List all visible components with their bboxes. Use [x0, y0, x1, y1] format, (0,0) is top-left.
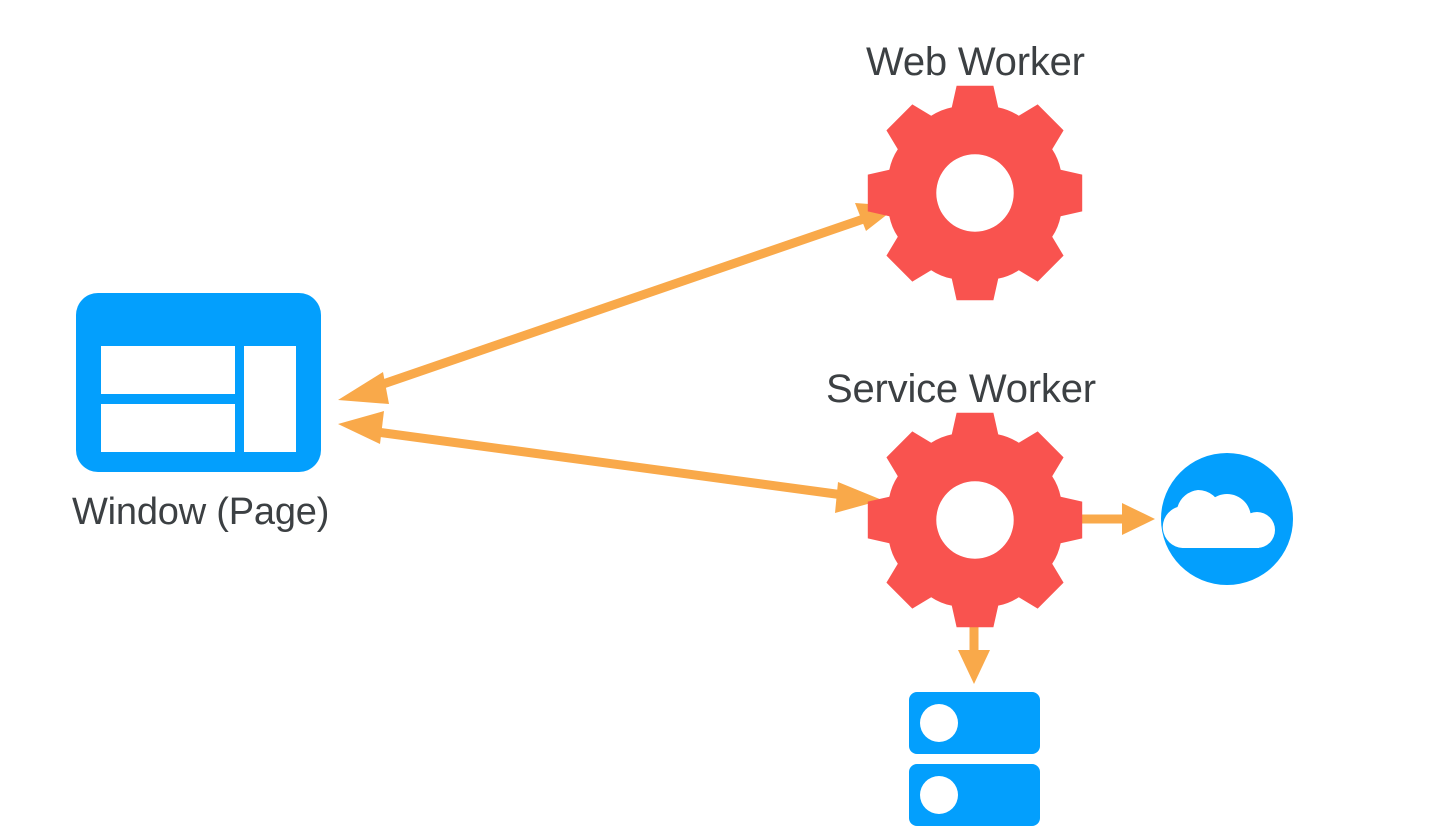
database-icon-led-bottom [920, 776, 958, 814]
database-icon-led-top [920, 704, 958, 742]
web-worker-label: Web Worker [866, 40, 1085, 84]
edge-window-serviceworker-shaft [361, 425, 859, 502]
edge-serviceworker-cloud-head [1122, 503, 1155, 535]
web-worker-gear-icon [867, 85, 1083, 301]
edge-window-serviceworker-head-right [835, 482, 882, 513]
database-icon [909, 692, 1040, 826]
service-worker-gear-icon [867, 412, 1083, 628]
edge-window-webworker-shaft [358, 209, 880, 397]
browser-window-panel-top-left [101, 346, 235, 394]
cloud-icon-base [1185, 527, 1259, 548]
service-worker-label: Service Worker [826, 367, 1096, 411]
window-page-label: Window (Page) [72, 491, 330, 533]
edge-serviceworker-cache-head [958, 650, 990, 684]
edge-window-webworker [338, 203, 898, 404]
cloud-icon [1161, 453, 1293, 585]
browser-window-panel-bottom-left [101, 404, 235, 452]
edge-window-serviceworker [338, 411, 882, 513]
edge-window-webworker-head-left [338, 372, 389, 404]
browser-window-panel-right [244, 346, 296, 452]
browser-window-icon [76, 293, 321, 472]
edge-window-serviceworker-head-left [338, 411, 384, 444]
